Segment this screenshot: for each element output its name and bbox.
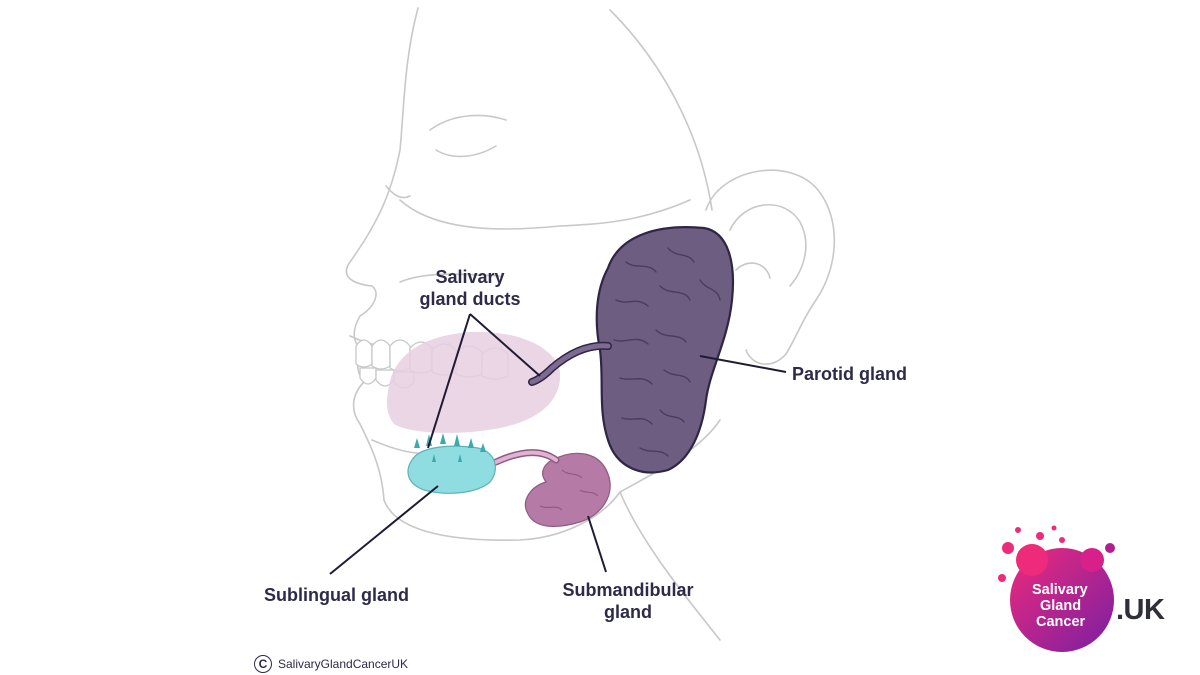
nasolabial-line: [399, 273, 501, 283]
nostril: [385, 185, 411, 199]
label-sublingual-gland: Sublingual gland: [264, 585, 409, 605]
submandibular-gland: [524, 452, 611, 527]
brow: [429, 114, 507, 131]
back-of-head: [609, 9, 713, 211]
parotid-leader: [699, 355, 787, 373]
sublingual-gland: [407, 433, 496, 494]
parotid-gland: [595, 226, 735, 474]
label-submandibular-gland: Submandibular gland: [548, 579, 708, 623]
forehead-nose-profile: [345, 7, 419, 501]
logo-line2: Gland: [1040, 598, 1082, 614]
logo-line1: Salivary: [1032, 582, 1088, 598]
label-submand-line2: gland: [604, 602, 652, 622]
logo-suffix: .UK: [1116, 594, 1165, 626]
mouth-region: [386, 331, 561, 433]
brand-logo: Salivary Gland Cancer .UK: [990, 515, 1190, 665]
copyright-icon: C: [254, 655, 272, 673]
label-ducts-line1: Salivary: [435, 267, 505, 287]
face-outline: [345, 7, 721, 641]
label-ducts-line2: gland ducts: [419, 289, 521, 309]
ducts-leader-left: [427, 313, 471, 449]
logo-graphic: [998, 525, 1115, 652]
logo-line3: Cancer: [1036, 614, 1086, 630]
ducts-leader-right: [469, 313, 541, 377]
label-submand-line1: Submandibular: [562, 580, 694, 600]
leader-lines: [329, 313, 787, 575]
ear-outline: [705, 169, 836, 365]
label-salivary-gland-ducts: Salivary gland ducts: [400, 266, 540, 310]
neck-line: [619, 491, 721, 641]
eye-lid: [435, 145, 497, 158]
sublingual-leader: [329, 485, 439, 575]
submandibular-leader: [587, 515, 607, 573]
copyright-text: SalivaryGlandCancerUK: [278, 657, 409, 671]
copyright-notice: C SalivaryGlandCancerUK: [254, 655, 408, 673]
cheekbone: [399, 199, 691, 230]
label-parotid-gland: Parotid gland: [792, 364, 908, 384]
